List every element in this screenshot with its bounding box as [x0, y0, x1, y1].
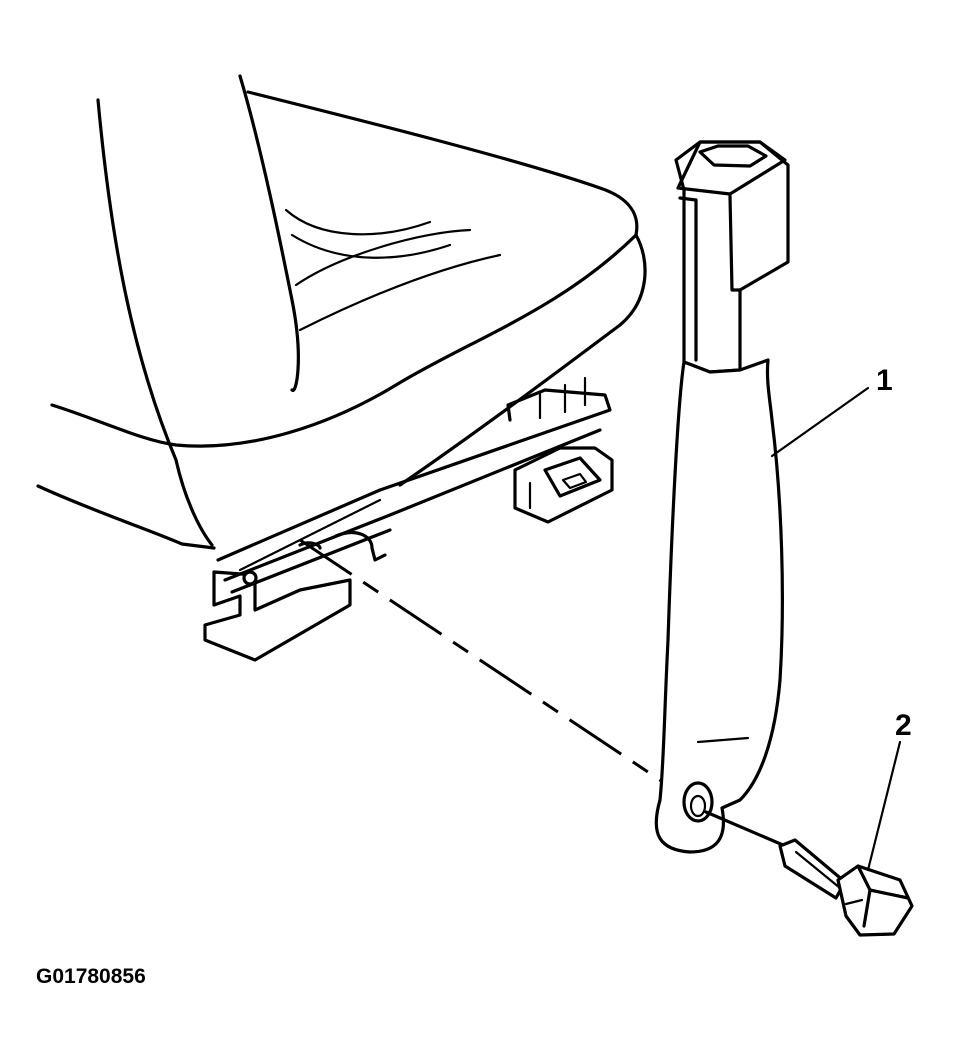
callout-label-1: 1 [876, 364, 893, 397]
buckle-bolt [704, 810, 914, 937]
mounting-centerline [299, 538, 691, 802]
seat-cushion [36, 74, 647, 550]
callout-label-2: 2 [895, 709, 912, 742]
leader-line-1 [770, 386, 870, 458]
leader-line-2 [866, 740, 902, 872]
seat-belt-buckle [654, 140, 790, 854]
seat-adjuster-track [203, 376, 614, 662]
figure-id: G01780856 [36, 965, 146, 988]
